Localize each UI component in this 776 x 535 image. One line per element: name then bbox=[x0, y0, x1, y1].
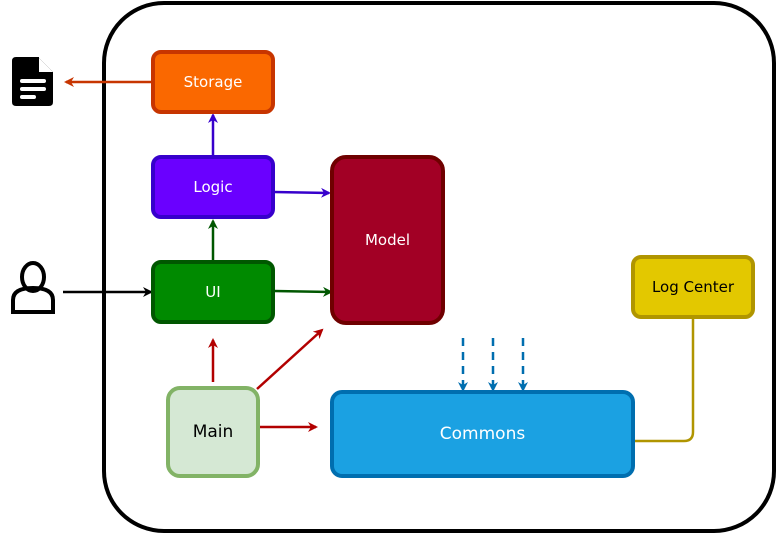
file-icon bbox=[12, 57, 53, 106]
model-node bbox=[330, 155, 445, 325]
storage-node bbox=[151, 50, 275, 114]
commons-to-log-center-link bbox=[635, 318, 695, 443]
ui-to-model-edge bbox=[273, 286, 333, 297]
logic-to-model-edge bbox=[273, 187, 331, 198]
main-to-model-edge bbox=[256, 328, 324, 390]
commons-node bbox=[330, 390, 635, 478]
logic-node bbox=[151, 155, 275, 219]
ui-node bbox=[151, 260, 275, 324]
user-icon bbox=[11, 261, 55, 314]
main-node bbox=[166, 386, 260, 478]
log-center-node bbox=[631, 255, 755, 319]
